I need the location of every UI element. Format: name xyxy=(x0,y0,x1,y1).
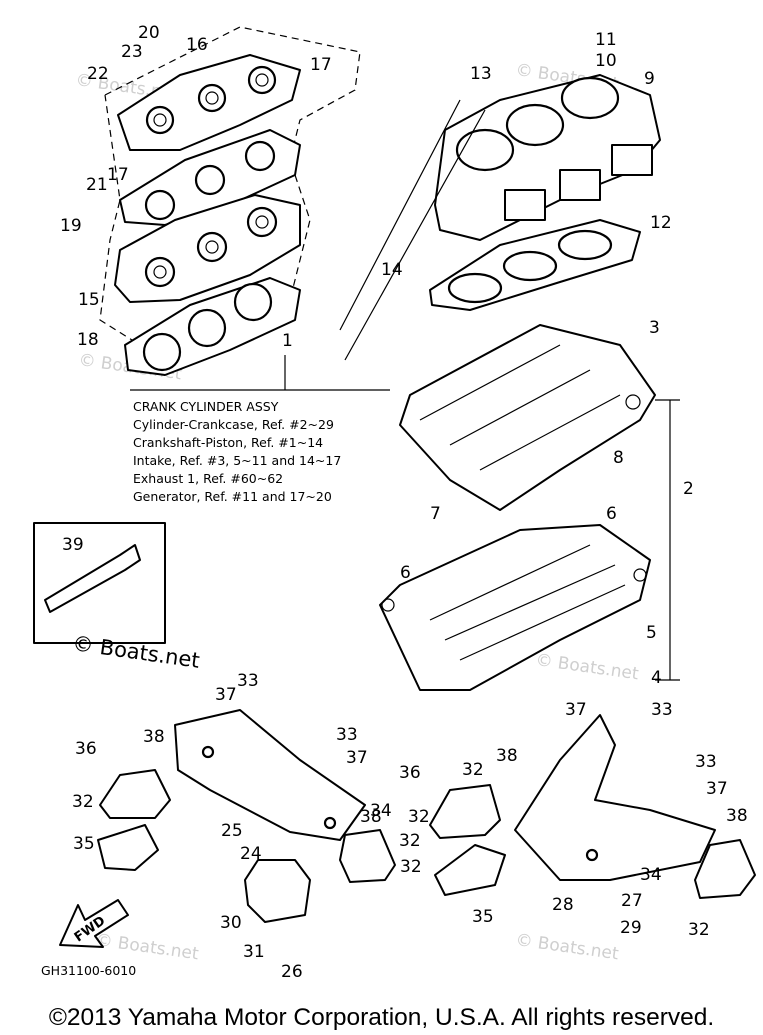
callout-14: 14 xyxy=(381,260,403,280)
callout-8: 8 xyxy=(613,448,624,468)
callout-7: 7 xyxy=(430,504,441,524)
bracket-2 xyxy=(655,399,680,681)
callout-21: 21 xyxy=(86,175,108,195)
callout-32: 32 xyxy=(400,857,422,877)
assy-lines xyxy=(339,99,486,361)
rubber-mount-lower xyxy=(339,829,396,883)
cylinder-block xyxy=(434,74,661,241)
assembly-title: CRANK CYLINDER ASSY xyxy=(133,399,279,414)
callout-33: 33 xyxy=(695,752,717,772)
callout-38: 38 xyxy=(496,746,518,766)
callout-27: 27 xyxy=(621,891,643,911)
watermark: © Boats.net xyxy=(534,650,640,684)
fwd-arrow xyxy=(59,899,129,948)
callout-9: 9 xyxy=(644,69,655,89)
callout-29: 29 xyxy=(620,918,642,938)
callout-20: 20 xyxy=(138,23,160,43)
callout-2: 2 xyxy=(683,479,694,499)
assembly-line: Generator, Ref. #11 and 17~20 xyxy=(133,489,332,504)
head-group-outline xyxy=(99,26,361,371)
callout-5: 5 xyxy=(646,623,657,643)
callout-37: 37 xyxy=(706,779,728,799)
callout-19: 19 xyxy=(60,216,82,236)
callout-32: 32 xyxy=(408,807,430,827)
assembly-line: Cylinder-Crankcase, Ref. #2~29 xyxy=(133,417,334,432)
parts-diagram: © Boats.net © Boats.net © Boats.net © Bo… xyxy=(33,23,756,982)
callout-31: 31 xyxy=(243,942,265,962)
callout-22: 22 xyxy=(87,64,109,84)
callout-32: 32 xyxy=(688,920,710,940)
inset-box xyxy=(33,522,166,644)
callout-1: 1 xyxy=(282,331,293,351)
callout-6: 6 xyxy=(606,504,617,524)
assembly-line: Crankshaft-Piston, Ref. #1~14 xyxy=(133,435,324,450)
head-cover-gasket xyxy=(119,129,301,226)
callout-34: 34 xyxy=(640,865,662,885)
callout-35: 35 xyxy=(472,907,494,927)
upper-crankcase xyxy=(399,324,656,511)
rubber-mount-center xyxy=(429,784,501,839)
copyright-notice: ©2013 Yamaha Motor Corporation, U.S.A. A… xyxy=(48,1004,715,1031)
callout-6: 6 xyxy=(400,563,411,583)
mount-cover-left xyxy=(97,824,159,871)
callout-18: 18 xyxy=(77,330,99,350)
callout-10: 10 xyxy=(595,51,617,71)
callout-37: 37 xyxy=(565,700,587,720)
callout-30: 30 xyxy=(220,913,242,933)
callout-32: 32 xyxy=(462,760,484,780)
rubber-mount-left xyxy=(99,769,171,819)
callout-38: 38 xyxy=(360,807,382,827)
callout-38: 38 xyxy=(143,727,165,747)
drawing-code: GH31100-6010 xyxy=(41,963,137,978)
callout-17: 17 xyxy=(107,165,129,185)
callout-17: 17 xyxy=(310,55,332,75)
callout-37: 37 xyxy=(215,685,237,705)
callout-33: 33 xyxy=(651,700,673,720)
cylinder-head xyxy=(114,194,301,303)
callout-36: 36 xyxy=(399,763,421,783)
callout-23: 23 xyxy=(121,42,143,62)
front-mount-plate xyxy=(174,709,366,841)
assembly-line: Exhaust 1, Ref. #60~62 xyxy=(133,471,284,486)
cylinder-base-gasket xyxy=(429,219,641,311)
callout-16: 16 xyxy=(186,35,208,55)
callout-24: 24 xyxy=(240,844,262,864)
watermark: © Boats.net xyxy=(514,930,620,964)
callout-35: 35 xyxy=(73,834,95,854)
callout-34: 34 xyxy=(370,801,392,821)
rear-mount-plate xyxy=(514,714,716,881)
callout-28: 28 xyxy=(552,895,574,915)
callouts: 1 2 3 4 5 6 6 7 8 9 10 11 12 13 14 15 16… xyxy=(60,23,748,982)
callout-25: 25 xyxy=(221,821,243,841)
callout-26: 26 xyxy=(281,962,303,982)
callout-4: 4 xyxy=(651,668,662,688)
callout-3: 3 xyxy=(649,318,660,338)
callout-13: 13 xyxy=(470,64,492,84)
callout-15: 15 xyxy=(78,290,100,310)
callout-37: 37 xyxy=(346,748,368,768)
cylinder-head-cover xyxy=(117,54,301,151)
lower-crankcase xyxy=(379,524,651,691)
assembly-line: Intake, Ref. #3, 5~11 and 14~17 xyxy=(133,453,342,468)
callout-11: 11 xyxy=(595,30,617,50)
callout-36: 36 xyxy=(75,739,97,759)
head-gasket xyxy=(124,277,301,376)
callout-33: 33 xyxy=(237,671,259,691)
mount-cover-center xyxy=(434,844,506,896)
callout-12: 12 xyxy=(650,213,672,233)
watermark: © Boats.net xyxy=(94,930,200,964)
callout-38: 38 xyxy=(726,806,748,826)
callout-33: 33 xyxy=(336,725,358,745)
callout-32: 32 xyxy=(72,792,94,812)
assembly-reference-block: CRANK CYLINDER ASSY Cylinder-Crankcase, … xyxy=(133,398,393,506)
callout-39: 39 xyxy=(62,535,84,555)
rubber-mount-right xyxy=(694,839,756,899)
damper-block xyxy=(244,859,311,923)
callout-32: 32 xyxy=(399,831,421,851)
